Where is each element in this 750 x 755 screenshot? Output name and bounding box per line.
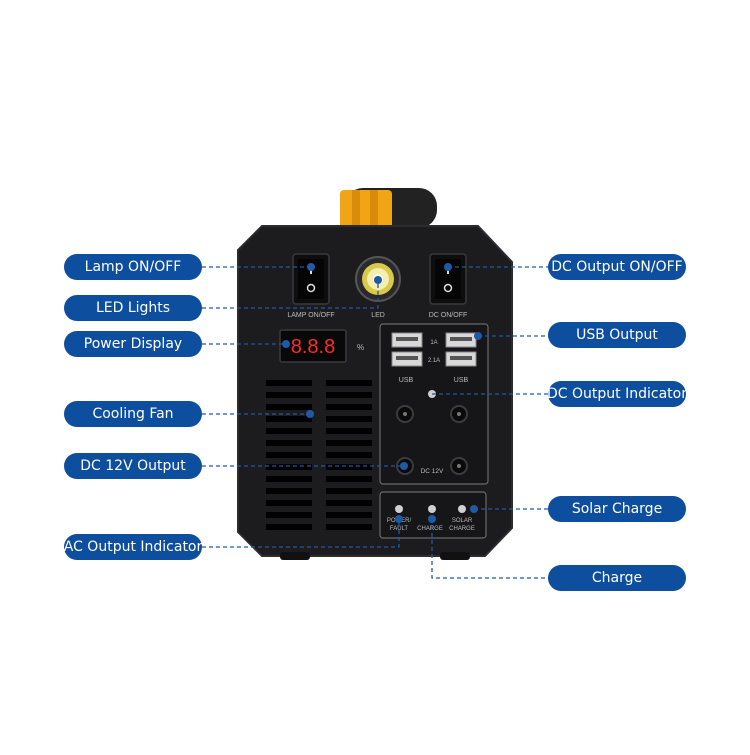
callout-cooling-fan: Cooling Fan xyxy=(64,401,202,427)
usb-21a-label: 2.1A xyxy=(428,358,440,364)
output-panel xyxy=(379,323,489,485)
handle-yellow xyxy=(340,190,392,230)
display-digits: 8.8.8 xyxy=(291,336,335,358)
usb-1a-label: 1A xyxy=(430,340,437,346)
callout-dc-output-on-off: DC Output ON/OFF xyxy=(548,254,686,280)
indicator-panel xyxy=(379,491,487,539)
power-fault-label-2: FAULT xyxy=(390,526,409,532)
usb-right-label: USB xyxy=(454,377,469,384)
callout-power-display: Power Display xyxy=(64,331,202,357)
solar-charge-led xyxy=(458,505,466,513)
solar-charge-label: SOLAR xyxy=(452,518,473,524)
power-fault-led xyxy=(395,505,403,513)
lamp-switch-label: LAMP ON/OFF xyxy=(287,312,334,319)
callout-dc-12v-output: DC 12V Output xyxy=(64,453,202,479)
cooling-fan-grille xyxy=(266,380,372,530)
callout-usb-output: USB Output xyxy=(548,322,686,348)
leader-lines xyxy=(202,266,549,579)
callout-lamp-on-off: Lamp ON/OFF xyxy=(64,254,202,280)
power-display xyxy=(279,329,347,363)
usb-left-label: USB xyxy=(399,377,414,384)
callout-solar-charge: Solar Charge xyxy=(548,496,686,522)
dc-switch-label: DC ON/OFF xyxy=(429,312,468,319)
solar-charge-label-2: CHARGE xyxy=(449,526,475,532)
charge-led xyxy=(428,505,436,513)
callout-charge: Charge xyxy=(548,565,686,591)
led-label: LED xyxy=(371,312,385,319)
callout-led-lights: LED Lights xyxy=(64,295,202,321)
callout-dc-output-indicator: DC Output Indicator xyxy=(547,381,687,407)
display-unit: % xyxy=(357,343,364,352)
leader-dots xyxy=(282,263,482,523)
callout-ac-output-indicator: AC Output Indicator xyxy=(64,534,202,560)
dc-12v-label: DC 12V xyxy=(421,468,444,475)
charge-label: CHARGE xyxy=(417,526,443,532)
